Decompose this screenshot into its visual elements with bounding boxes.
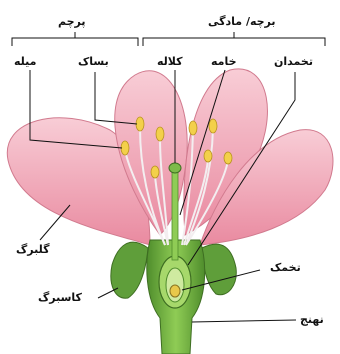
label-sepal: کاسبرگ: [38, 292, 82, 303]
label-filament: میله: [14, 56, 36, 67]
stamen-bracket: [12, 32, 138, 46]
sepal-left: [111, 242, 148, 298]
label-stamen-group: پرچم: [58, 16, 86, 27]
label-receptacle: نهنج: [300, 314, 324, 325]
label-style: خامه: [211, 56, 237, 67]
pistil-bracket: [143, 32, 325, 46]
label-stigma: کلاله: [157, 56, 183, 67]
label-pistil-group: برچه/ مادگی: [208, 16, 276, 27]
style: [172, 168, 178, 260]
label-anther: بساک: [78, 56, 109, 67]
label-petal: گلبرگ: [16, 244, 49, 255]
ovule: [170, 285, 180, 297]
sepal-right: [202, 244, 236, 295]
label-ovary: تخمدان: [274, 56, 313, 67]
stigma: [169, 163, 181, 173]
label-ovule: تخمک: [270, 262, 301, 273]
